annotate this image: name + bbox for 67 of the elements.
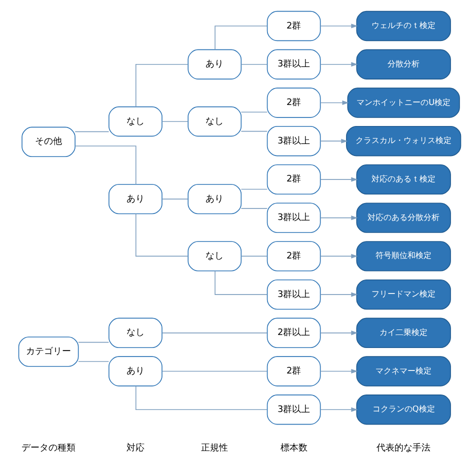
connector <box>161 332 267 334</box>
node-box: なし <box>108 318 162 348</box>
node-box: あり <box>187 49 242 80</box>
node-box: 符号順位和検定 <box>356 241 450 272</box>
arrow <box>319 62 358 67</box>
node-box: あり <box>187 184 242 214</box>
connector <box>78 342 109 343</box>
connector <box>214 270 268 295</box>
node-box: フリードマン検定 <box>356 279 450 310</box>
connector <box>240 188 268 190</box>
node-box: マクネマー検定 <box>356 356 450 386</box>
connector <box>74 131 109 132</box>
node-box: なし <box>187 241 242 272</box>
arrow <box>319 330 358 336</box>
node-box: その他 <box>21 126 75 158</box>
arrow <box>319 177 358 182</box>
node-box: 3群以上 <box>266 394 320 425</box>
node-box: なし <box>108 106 162 137</box>
connector <box>240 130 268 132</box>
connector <box>214 26 268 50</box>
connector <box>134 213 188 257</box>
node-box: 2群 <box>266 356 320 386</box>
node-box: 3群以上 <box>266 126 320 156</box>
arrow <box>319 254 358 258</box>
connector <box>161 121 188 122</box>
node-box: 分散分析 <box>356 49 450 80</box>
label: データの種類 <box>21 443 76 454</box>
node-box: 3群以上 <box>266 202 320 233</box>
node-box: 2群以上 <box>266 318 320 348</box>
node-box: カイ二乗検定 <box>356 318 450 348</box>
connector <box>240 64 268 65</box>
node-box: 2群 <box>266 10 320 42</box>
node-box: 対応のあるｔ検定 <box>356 164 450 195</box>
label: 対応 <box>126 443 144 454</box>
node-box: ウェルチのｔ検定 <box>356 10 450 42</box>
node-box: カテゴリー <box>18 336 78 367</box>
label: 代表的な手法 <box>376 443 430 454</box>
label: 正規性 <box>200 443 228 454</box>
arrow <box>319 100 348 106</box>
connector <box>134 386 267 410</box>
node-box: なし <box>187 106 242 137</box>
connector <box>161 370 267 372</box>
connector <box>78 361 109 362</box>
arrow <box>319 216 358 220</box>
node-box: 2群 <box>266 241 320 272</box>
node-box: 3群以上 <box>266 279 320 310</box>
node-box: クラスカル・ウォリス検定 <box>346 126 461 156</box>
arrow <box>319 368 358 374</box>
connector <box>74 146 136 185</box>
connector <box>161 198 188 200</box>
node-box: 2群 <box>266 164 320 195</box>
arrow <box>319 292 358 297</box>
connector <box>134 64 188 108</box>
connector <box>240 256 268 257</box>
node-box: 対応のある分散分析 <box>356 202 450 233</box>
node-box: コクランのQ検定 <box>356 394 450 425</box>
arrow <box>319 24 358 28</box>
arrow <box>319 138 348 144</box>
node-box: マンホイットニーのU検定 <box>346 88 460 118</box>
node-box: 3群以上 <box>266 49 320 80</box>
node-box: 2群 <box>266 88 320 118</box>
connector <box>240 112 268 113</box>
arrow <box>319 407 358 412</box>
connector <box>240 208 268 209</box>
label: 標本数 <box>280 443 307 454</box>
node-box: あり <box>108 184 162 214</box>
node-box: あり <box>108 356 162 386</box>
